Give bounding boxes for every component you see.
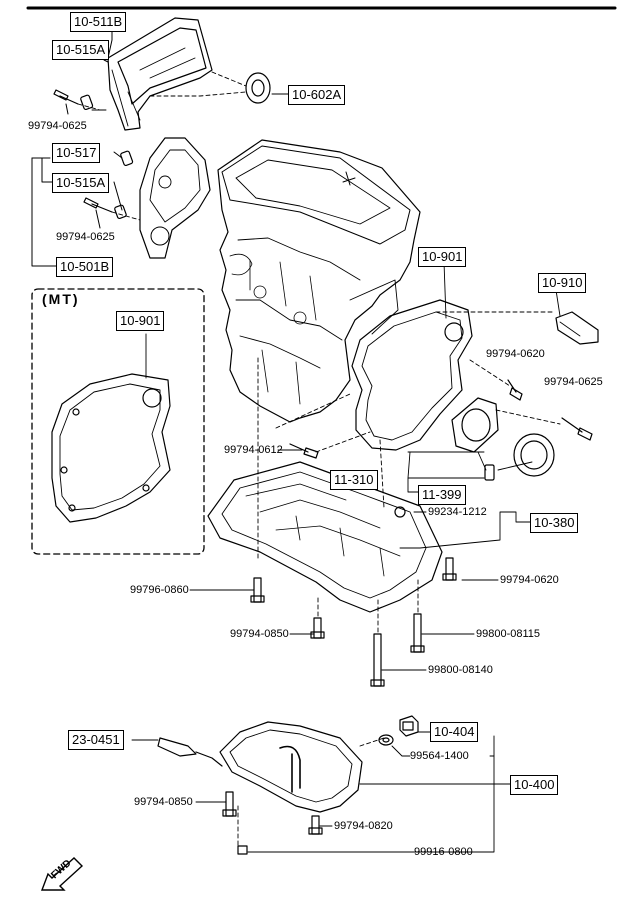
engine-block [217, 139, 421, 423]
callout-10-511B[interactable]: 10-511B [70, 12, 127, 32]
dashed-leaders-mid [257, 311, 561, 561]
part-99234-1212: 99234-1212 [428, 506, 487, 518]
bolt-99794-0612 [289, 443, 319, 459]
rear-oil-seal [513, 433, 555, 477]
collar-top [80, 94, 94, 110]
cover-bolt-mid [83, 197, 113, 213]
callout-10-400[interactable]: 10-400 [510, 775, 559, 795]
callout-10-404[interactable]: 10-404 [430, 722, 479, 742]
callout-10-501B[interactable]: 10-501B [56, 257, 114, 277]
callout-11-399[interactable]: 11-399 [418, 485, 466, 505]
callout-11-310[interactable]: 11-310 [330, 470, 378, 490]
part-99794-0612: 99794-0612 [224, 444, 283, 456]
bolt-99800-08140 [370, 633, 385, 687]
leader-lines [91, 93, 561, 853]
callout-10-517[interactable]: 10-517 [52, 143, 101, 163]
callout-brackets-left [31, 27, 123, 267]
plug-11-399 [484, 464, 495, 481]
mt-rear-plate [51, 373, 171, 523]
part-99800-08140: 99800-08140 [428, 664, 493, 676]
bolt-99794-0850-b [222, 791, 237, 817]
part-99800-08115: 99800-08115 [476, 628, 541, 640]
callout-10-602A[interactable]: 10-602A [288, 85, 346, 105]
lower-oil-pan [219, 721, 363, 813]
dashed-leaders-pan [317, 579, 419, 635]
upper-timing-cover [107, 17, 213, 131]
part-99794-0620-a: 99794-0620 [486, 348, 545, 360]
callout-10-515A-top[interactable]: 10-515A [52, 40, 110, 60]
part-99794-0625-a: 99794-0625 [28, 120, 87, 132]
collar-mid-b [114, 204, 127, 220]
front-oil-seal [245, 72, 271, 104]
bolt-99800-08115 [410, 613, 425, 653]
lower-timing-cover [139, 137, 211, 259]
part-99794-0620-b: 99794-0620 [500, 574, 559, 586]
dashed-leaders-top [77, 71, 247, 221]
mt-inset-frame [31, 288, 205, 555]
upper-oil-pan [207, 461, 443, 613]
part-99794-0820: 99794-0820 [334, 820, 393, 832]
callout-10-901-mt[interactable]: 10-901 [116, 311, 165, 331]
cover-bolt-top [53, 89, 79, 105]
mt-inset-title: (MT) [42, 291, 80, 307]
callout-10-380[interactable]: 10-380 [530, 513, 579, 533]
part-99794-0625-c: 99794-0625 [544, 376, 603, 388]
forward-arrow-icon: FWD [38, 850, 90, 894]
part-99794-0625-b: 99794-0625 [56, 231, 115, 243]
drain-washer [378, 734, 394, 746]
callout-23-0451[interactable]: 23-0451 [68, 730, 124, 750]
part-99794-0850-a: 99794-0850 [230, 628, 289, 640]
part-99796-0860: 99796-0860 [130, 584, 189, 596]
part-99794-0850-b: 99794-0850 [134, 796, 193, 808]
rear-oil-seal-housing [451, 397, 499, 453]
oil-level-sensor [157, 737, 223, 767]
bolt-99794-0625-c [561, 417, 593, 441]
drain-plug [399, 715, 419, 737]
part-99916-0800: 99916-0800 [414, 846, 473, 858]
callout-10-901[interactable]: 10-901 [418, 247, 467, 267]
callout-10-910[interactable]: 10-910 [538, 273, 587, 293]
bolt-99794-0820 [308, 815, 323, 835]
bolt-99794-0620-b [442, 557, 457, 581]
dashed-leaders-lower [237, 737, 385, 847]
block-cover-10-910 [555, 311, 599, 345]
bolt-99794-0620-a [507, 379, 523, 401]
rear-plate [351, 299, 473, 451]
callout-10-515A-mid[interactable]: 10-515A [52, 173, 110, 193]
part-99564-1400: 99564-1400 [410, 750, 469, 762]
collar-mid-a [120, 150, 134, 166]
nut-99916-0800 [237, 845, 248, 855]
bolt-99794-0850-a [310, 617, 325, 639]
